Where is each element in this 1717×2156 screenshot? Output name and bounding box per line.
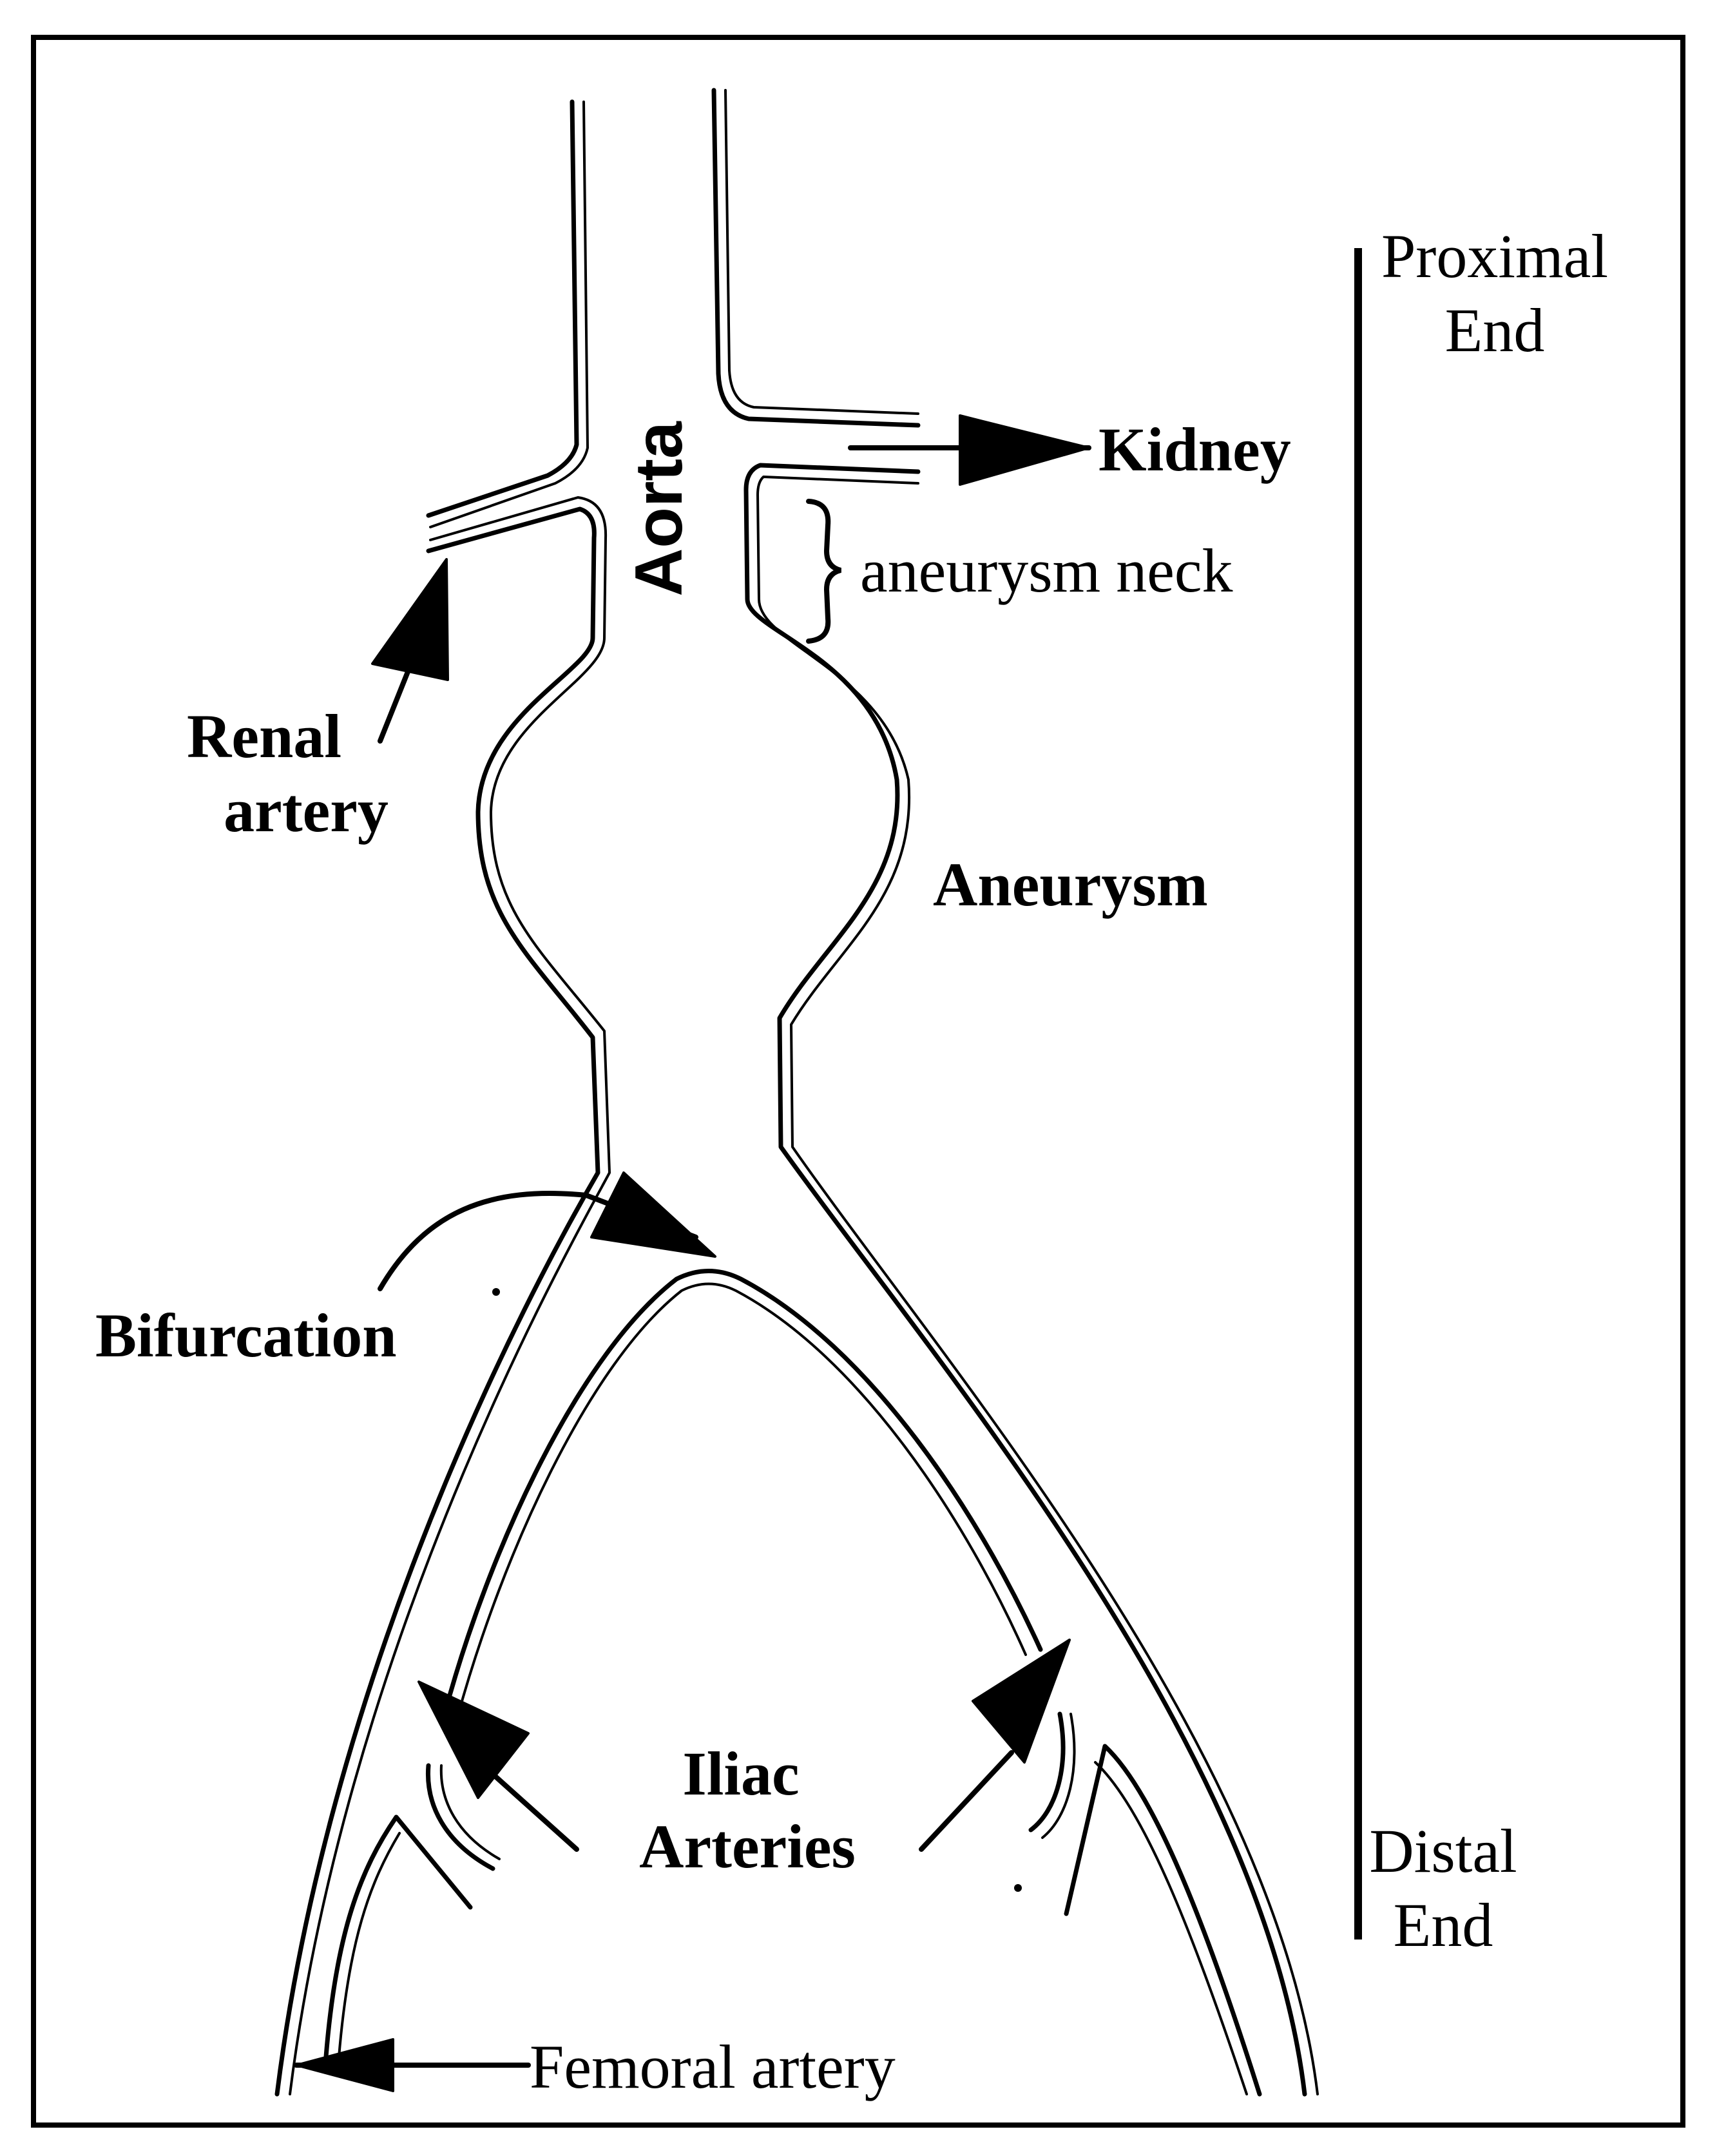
kidney-arrowhead	[960, 416, 1089, 485]
iliac-inner-arch-outer	[445, 1271, 1041, 1715]
aorta-label: Aorta	[622, 421, 696, 597]
right-iliac-arrowhead	[973, 1640, 1070, 1762]
aorta-right-wall-inner	[725, 90, 1318, 2094]
aorta-right-wall-outer	[714, 90, 1305, 2094]
iliac-arteries-label-line1: Iliac	[682, 1739, 799, 1808]
speck-dot	[1014, 1884, 1022, 1892]
proximal-end-label-line1: Proximal	[1381, 222, 1608, 291]
iliac-arteries-label-line2: Arteries	[639, 1812, 856, 1881]
bifurcation-label: Bifurcation	[95, 1301, 397, 1370]
renal-artery-label-line1: Renal	[187, 702, 341, 771]
bifurcation-arrowhead	[591, 1173, 715, 1256]
diagram-frame	[34, 37, 1683, 2125]
renal-artery-label-line2: artery	[224, 776, 388, 845]
femoral-artery-label: Femoral artery	[530, 2032, 896, 2101]
right-femoral-branch-inner	[1095, 1762, 1247, 2094]
renal-artery-arrowhead	[372, 559, 448, 680]
femoral-artery-arrowhead	[296, 2039, 393, 2091]
distal-end-label-line1: Distal	[1369, 1816, 1517, 1885]
distal-end-label-line2: End	[1394, 1891, 1493, 1959]
speck-dot	[492, 1288, 500, 1296]
left-iliac-arrowhead	[419, 1682, 528, 1798]
left-iliac-pointer-shaft	[483, 1766, 577, 1849]
aorta-left-wall-outer	[277, 102, 598, 2094]
left-femoral-branch	[325, 1817, 470, 2065]
aneurysm-neck-label: aneurysm neck	[860, 536, 1233, 605]
right-iliac-pointer-shaft	[921, 1753, 1012, 1849]
aneurysm-neck-brace	[809, 501, 841, 641]
kidney-label: Kidney	[1098, 415, 1291, 484]
proximal-end-label-line2: End	[1445, 296, 1545, 365]
aneurysm-label: Aneurysm	[933, 850, 1208, 919]
diagram-labels: Aorta Kidney aneurysm neck Renal artery …	[95, 222, 1608, 2101]
right-femoral-branch	[1066, 1746, 1260, 2094]
